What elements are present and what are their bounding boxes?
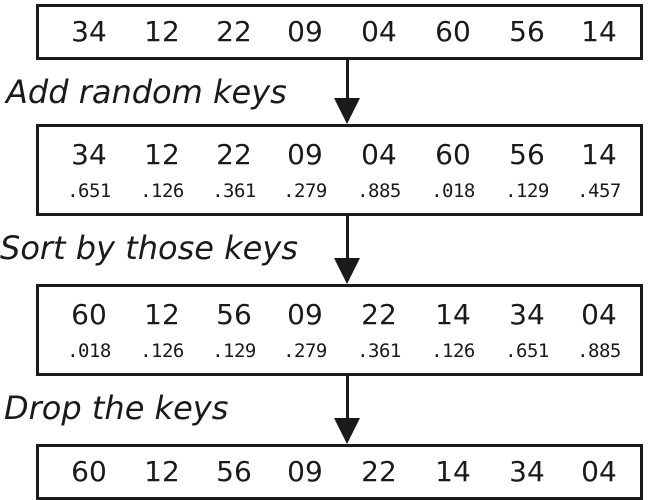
key-cell: .126 [140, 180, 184, 202]
key-cell: .361 [212, 180, 256, 202]
key-cell: .126 [431, 340, 475, 362]
value-cell: 14 [581, 138, 617, 171]
key-cell: .279 [283, 340, 327, 362]
value-cell: 60 [435, 138, 471, 171]
key-cell: .129 [212, 340, 256, 362]
key-cell: .129 [505, 180, 549, 202]
sequence-box-shuffled: 60 12 56 09 22 14 34 04 [36, 444, 643, 500]
sequence-box-sorted: 60 12 56 09 22 14 34 04 .018 .126 .129 .… [36, 284, 643, 376]
key-cell: .279 [283, 180, 327, 202]
value-cell: 09 [287, 455, 323, 488]
key-cell: .885 [577, 340, 621, 362]
key-cell: .885 [357, 180, 401, 202]
value-cell: 09 [287, 138, 323, 171]
down-arrow [332, 60, 362, 124]
key-cell: .018 [67, 340, 111, 362]
value-cell: 12 [144, 15, 180, 48]
value-cell: 56 [216, 455, 252, 488]
value-cell: 22 [361, 298, 397, 331]
sequence-box-with-keys: 34 12 22 09 04 60 56 14 .651 .126 .361 .… [36, 124, 643, 216]
value-cell: 09 [287, 298, 323, 331]
value-cell: 56 [509, 138, 545, 171]
step-label-drop-keys: Drop the keys [4, 389, 229, 427]
key-cell: .361 [357, 340, 401, 362]
value-cell: 04 [581, 455, 617, 488]
down-arrow [332, 216, 362, 284]
value-cell: 14 [435, 298, 471, 331]
key-cell: .126 [140, 340, 184, 362]
value-cell: 12 [144, 298, 180, 331]
value-cell: 12 [144, 138, 180, 171]
value-cell: 60 [71, 455, 107, 488]
key-cell: .651 [505, 340, 549, 362]
value-cell: 34 [509, 455, 545, 488]
key-cell: .018 [431, 180, 475, 202]
value-cell: 34 [509, 298, 545, 331]
value-cell: 56 [509, 15, 545, 48]
value-cell: 22 [361, 455, 397, 488]
value-cell: 04 [361, 15, 397, 48]
value-cell: 34 [71, 15, 107, 48]
step-label-add-keys: Add random keys [6, 73, 287, 111]
value-cell: 14 [581, 15, 617, 48]
value-cell: 60 [435, 15, 471, 48]
value-cell: 22 [216, 15, 252, 48]
key-cell: .651 [67, 180, 111, 202]
value-cell: 60 [71, 298, 107, 331]
step-label-sort-keys: Sort by those keys [0, 229, 298, 267]
sequence-box-original: 34 12 22 09 04 60 56 14 [36, 4, 643, 60]
value-cell: 09 [287, 15, 323, 48]
value-cell: 34 [71, 138, 107, 171]
value-cell: 04 [361, 138, 397, 171]
value-cell: 04 [581, 298, 617, 331]
value-cell: 22 [216, 138, 252, 171]
value-cell: 12 [144, 455, 180, 488]
value-cell: 56 [216, 298, 252, 331]
key-cell: .457 [577, 180, 621, 202]
value-cell: 14 [435, 455, 471, 488]
down-arrow [332, 376, 362, 444]
